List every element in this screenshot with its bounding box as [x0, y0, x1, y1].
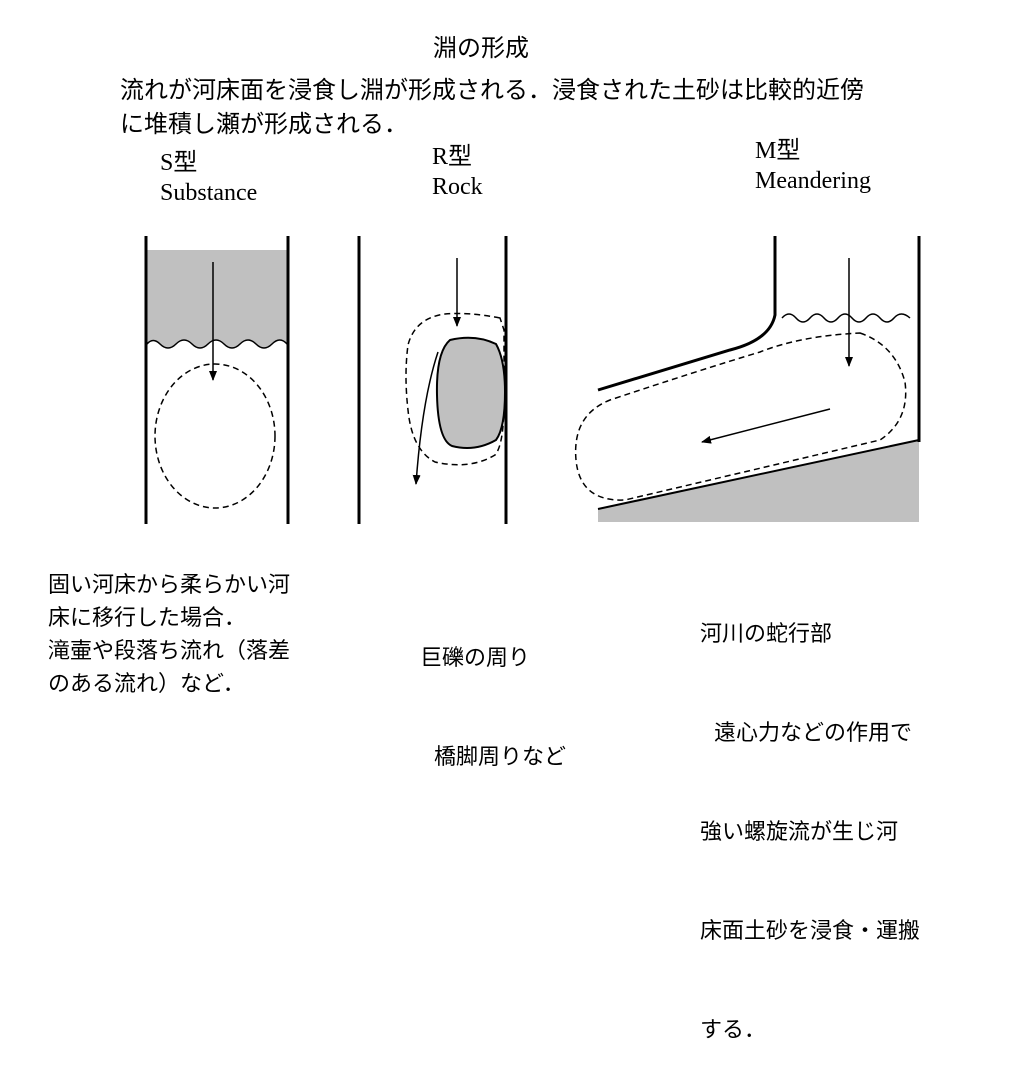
m-scour-outline — [574, 332, 907, 501]
s-caption-line: 床に移行した場合． — [48, 606, 247, 631]
r-type-label: R型 — [432, 144, 473, 170]
intro-line-2: に堆積し瀬が形成される． — [120, 110, 408, 138]
r-boulder — [435, 336, 507, 449]
s-type-heading: S型 Substance — [160, 148, 257, 208]
m-caption-line: する． — [700, 1018, 767, 1043]
scour-diagrams — [144, 236, 921, 524]
s-caption-line: 固い河床から柔らかい河 — [48, 573, 291, 598]
r-type-diagram — [357, 236, 508, 524]
s-caption-line: のある流れ）など． — [48, 672, 245, 697]
r-sideflow-arrow — [412, 351, 439, 485]
r-caption-line: 巨礫の周り — [420, 646, 531, 671]
m-caption-line: 強い螺旋流が生じ河 — [700, 820, 899, 845]
s-type-name: Substance — [160, 180, 258, 206]
m-type-name: Meandering — [755, 168, 871, 194]
r-type-caption: 巨礫の周り 橋脚周りなど — [420, 576, 566, 807]
r-type-name: Rock — [432, 174, 483, 200]
m-spiral-flow-arrow — [701, 408, 831, 444]
s-type-diagram — [144, 236, 290, 524]
page-title: 淵の形成 — [433, 34, 529, 62]
m-water-surface — [781, 313, 911, 323]
s-water-surface — [146, 339, 288, 349]
r-caption-line: 橋脚周りなど — [420, 745, 566, 770]
m-type-label: M型 — [755, 138, 801, 164]
m-type-caption: 河川の蛇行部 遠心力などの作用で 強い螺旋流が生じ河 床面土砂を浸食・運搬 する… — [700, 552, 920, 1080]
m-caption-line: 床面土砂を浸食・運搬 — [700, 919, 921, 944]
s-scour-hole — [154, 363, 276, 509]
m-inner-bank — [597, 236, 777, 392]
m-caption-line: 河川の蛇行部 — [700, 622, 833, 647]
s-type-caption: 固い河床から柔らかい河 床に移行した場合． 滝壷や段落ち流れ（落差 のある流れ）… — [48, 569, 290, 701]
m-type-heading: M型 Meandering — [755, 136, 871, 196]
r-scour-outline — [405, 312, 505, 466]
s-caption-line: 滝壷や段落ち流れ（落差 — [48, 639, 291, 664]
intro-line-1: 流れが河床面を浸食し淵が形成される．浸食された土砂は比較的近傍 — [120, 76, 864, 104]
m-type-diagram — [574, 236, 921, 522]
s-water-fill — [147, 250, 287, 348]
m-bed-line — [597, 439, 920, 510]
s-type-label: S型 — [160, 150, 198, 176]
m-caption-line: 遠心力などの作用で — [700, 721, 912, 746]
m-bed-fill — [598, 440, 919, 522]
r-type-heading: R型 Rock — [432, 142, 483, 202]
